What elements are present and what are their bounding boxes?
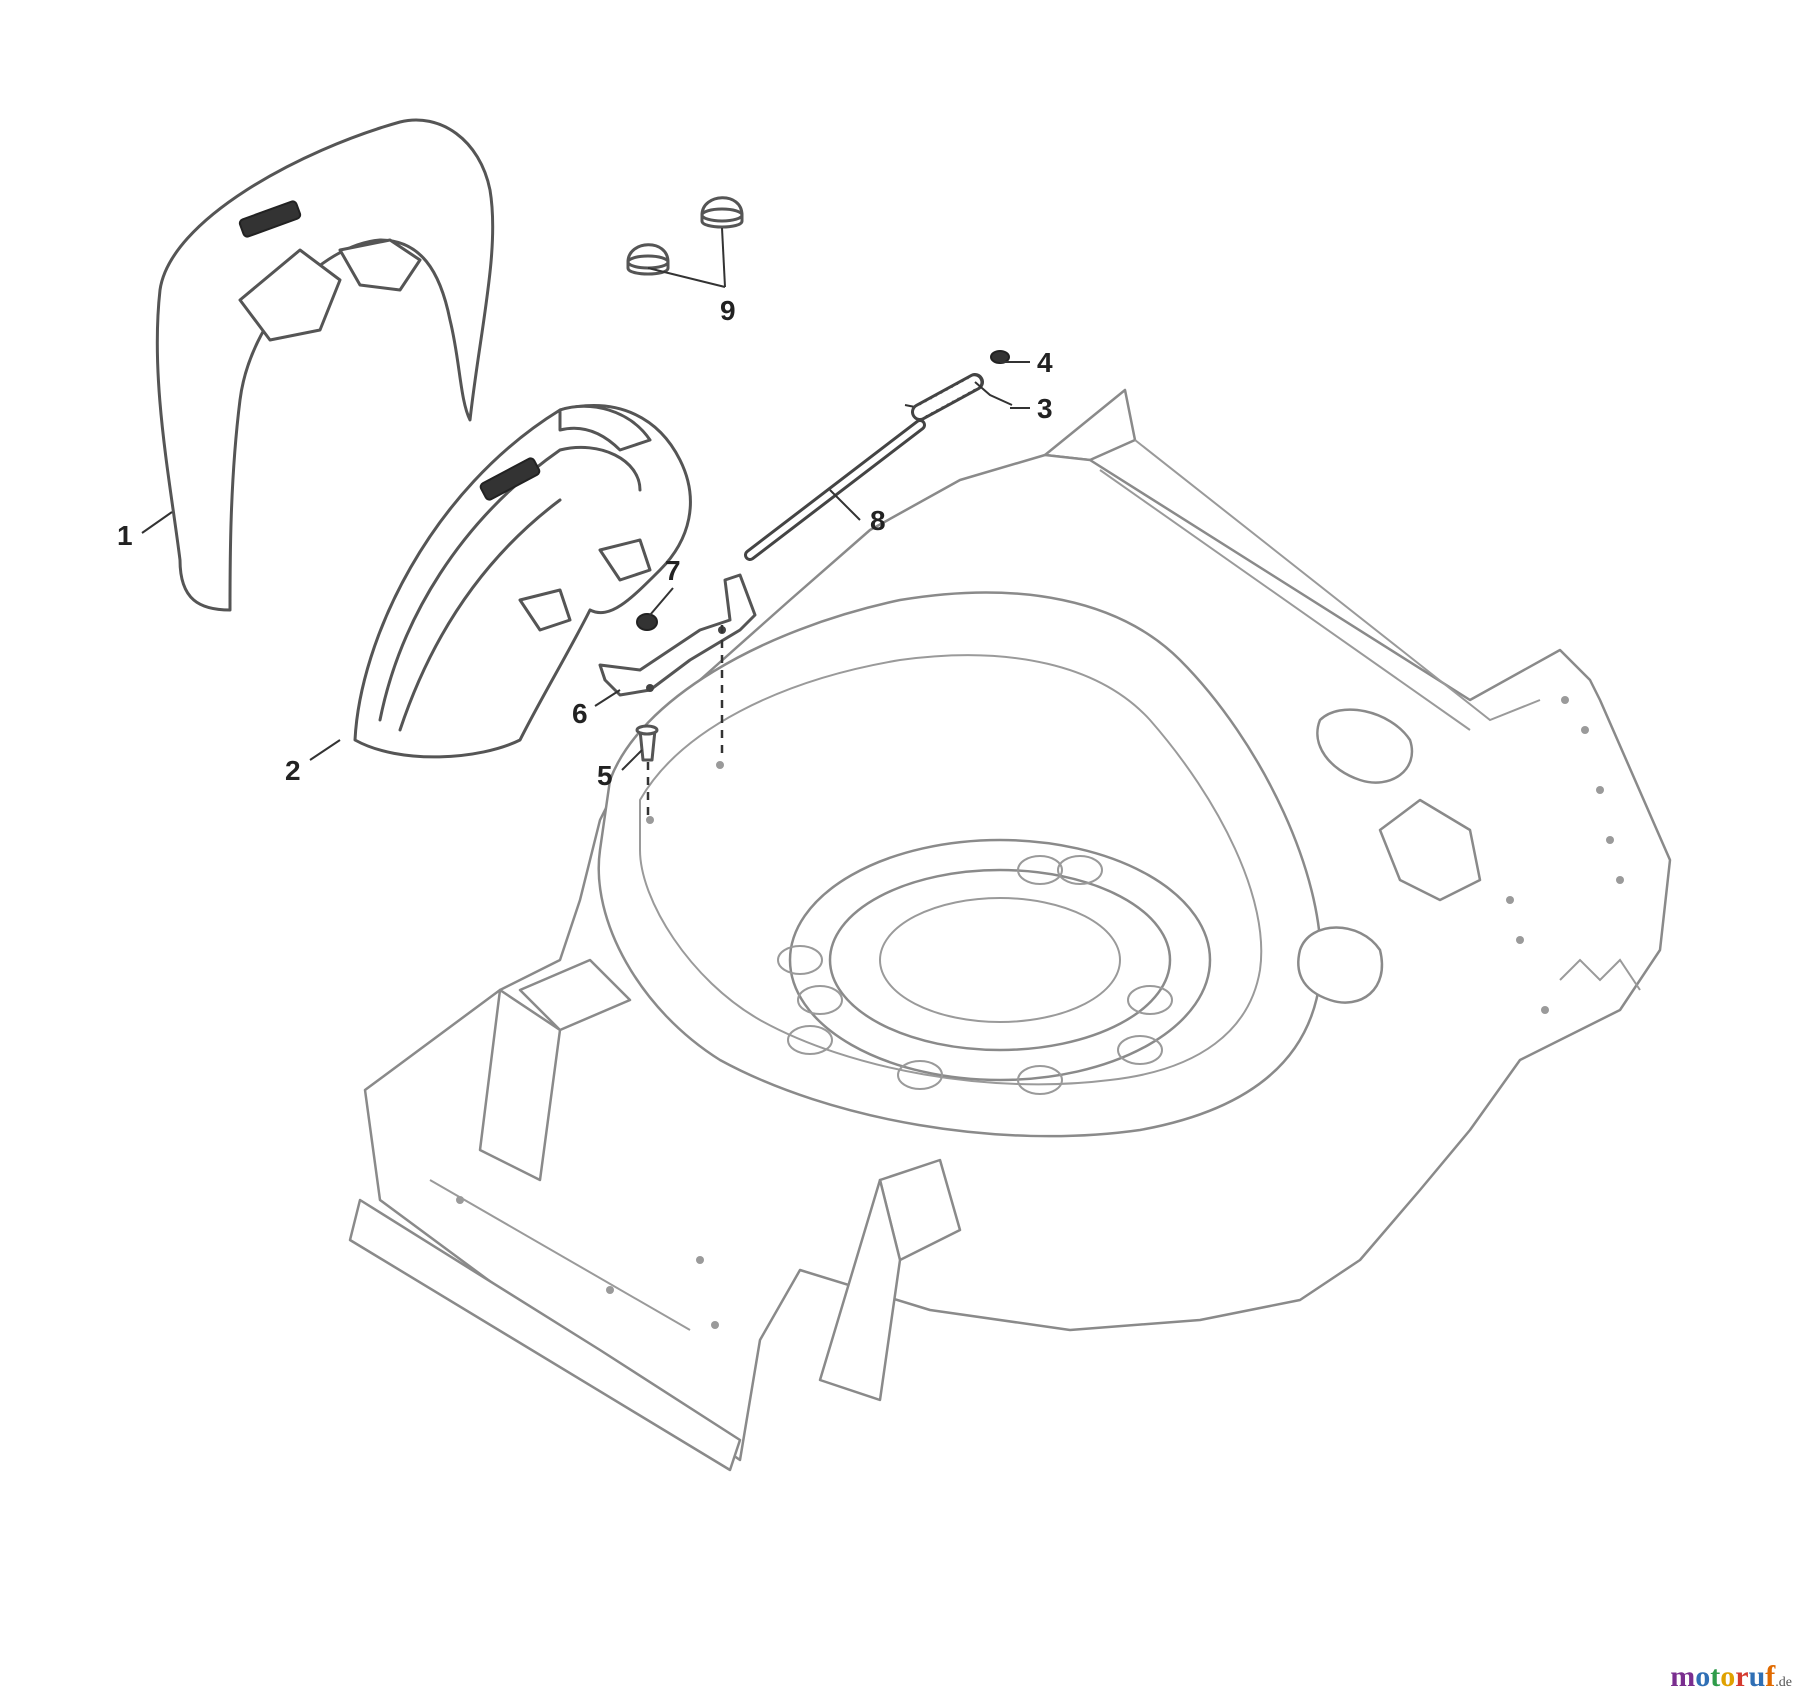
leader-lines <box>141 227 1030 771</box>
callout-3: 3 <box>1037 393 1053 424</box>
callout-9: 9 <box>720 295 736 326</box>
callout-5: 5 <box>597 760 613 791</box>
watermark-letter: t <box>1710 1660 1721 1693</box>
watermark-letter: u <box>1748 1660 1766 1693</box>
part-7-nut <box>636 613 658 631</box>
callouts: 1 2 3 4 5 6 7 8 9 <box>117 295 1053 791</box>
watermark-letter: f <box>1765 1660 1776 1693</box>
watermark-letter: m <box>1670 1660 1696 1693</box>
callout-2: 2 <box>285 755 301 786</box>
watermark-suffix: .de <box>1775 1675 1792 1690</box>
callout-8: 8 <box>870 505 886 536</box>
watermark-letter: o <box>1695 1660 1711 1693</box>
assembly-lines <box>646 625 724 820</box>
watermark-letter: r <box>1735 1660 1749 1693</box>
watermark-logo: motoruf.de <box>1670 1660 1792 1694</box>
part-3-spring <box>904 373 1013 421</box>
part-6-bracket <box>598 573 757 697</box>
callout-6: 6 <box>572 698 588 729</box>
callout-1: 1 <box>117 520 133 551</box>
callout-4: 4 <box>1037 347 1053 378</box>
watermark-letter: o <box>1720 1660 1736 1693</box>
mower-deck <box>348 388 1672 1472</box>
callout-7: 7 <box>665 555 681 586</box>
part-9-caps <box>626 196 744 276</box>
part-8-rod <box>744 419 926 561</box>
part-2-cover <box>353 404 692 759</box>
part-1-cover <box>155 118 495 612</box>
